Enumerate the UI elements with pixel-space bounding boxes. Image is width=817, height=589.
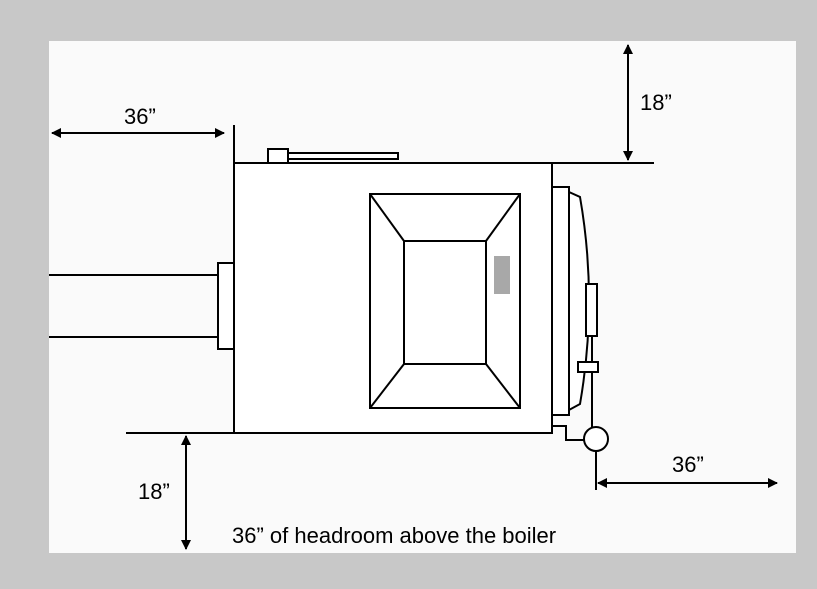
boiler-handle <box>267 148 289 164</box>
bottom-clearance-label: 18” <box>138 479 170 504</box>
burner-connector <box>577 361 599 373</box>
panel-bevel <box>485 193 521 242</box>
panel-bevel <box>485 363 521 409</box>
left-clearance-label: 36” <box>124 104 156 129</box>
burner-plate <box>551 186 570 416</box>
burner-control <box>585 283 598 337</box>
pump <box>583 426 609 452</box>
boiler-handle-bar <box>287 152 399 160</box>
dimension-lines <box>51 44 778 550</box>
right-clearance-label: 36” <box>672 452 704 477</box>
panel-bevel <box>369 363 405 409</box>
flue-collar <box>217 262 235 350</box>
boiler-drawing <box>49 148 609 452</box>
indicator-window <box>494 256 510 294</box>
panel-bevel <box>369 193 405 242</box>
headroom-caption: 36” of headroom above the boiler <box>232 523 556 548</box>
drain-pipe <box>552 425 584 441</box>
top-clearance-label: 18” <box>640 90 672 115</box>
access-panel-inner <box>403 240 487 365</box>
